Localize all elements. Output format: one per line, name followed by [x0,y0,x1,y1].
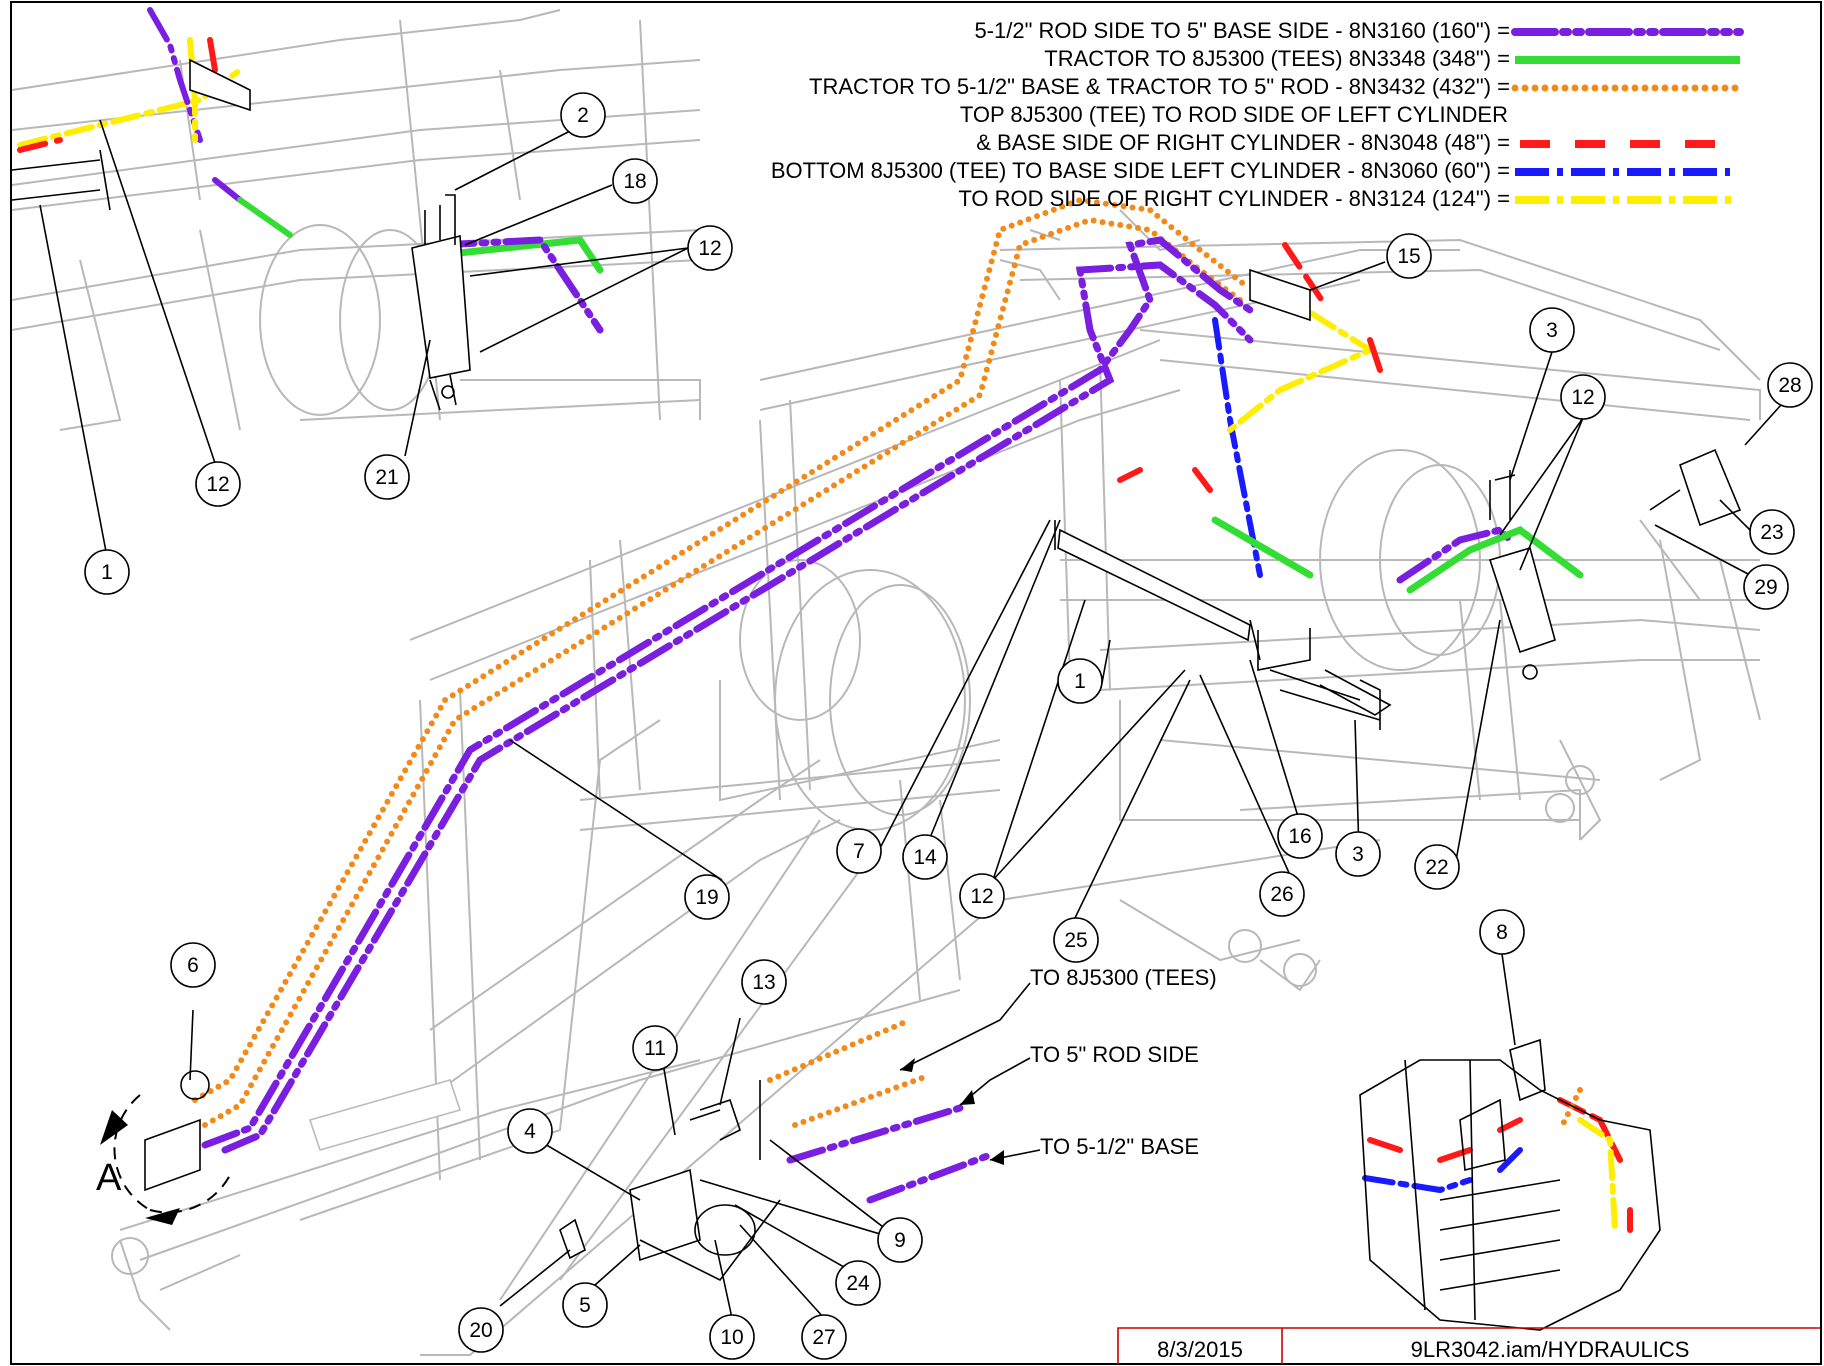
legend: 5-1/2" ROD SIDE TO 5" BASE SIDE - 8N3160… [771,18,1744,211]
callout-arrowheads [900,1058,1004,1165]
callout-number: 15 [1397,245,1420,268]
callout-bubble: 12 [1560,374,1606,420]
callout-number: 9 [894,1229,906,1252]
hose-notes: TO 8J5300 (TEES) TO 5" ROD SIDE TO 5-1/2… [1030,965,1217,1159]
callout-number: 12 [698,237,721,260]
callout-number: 25 [1064,929,1087,952]
callout-number: 5 [579,1294,591,1317]
legend-label-4: & BASE SIDE OF RIGHT CYLINDER - 8N3048 (… [976,130,1510,155]
callout-bubble: 18 [612,158,658,204]
callout-bubble: 27 [801,1314,847,1360]
callout-bubble: 28 [1767,362,1813,408]
callout-number: 12 [1571,386,1594,409]
callout-number: 10 [720,1326,743,1349]
legend-label-5: BOTTOM 8J5300 (TEE) TO BASE SIDE LEFT CY… [771,158,1510,183]
legend-label-2: TRACTOR TO 5-1/2" BASE & TRACTOR TO 5" R… [809,74,1510,99]
callout-number: 13 [752,971,775,994]
callout-number: 3 [1352,843,1364,866]
callout-bubble: 19 [684,874,730,920]
callout-number: 4 [524,1120,536,1143]
callout-number: 12 [206,473,229,496]
note-rod5: TO 5" ROD SIDE [1030,1042,1199,1067]
callout-number: 1 [1074,670,1086,693]
callout-bubble: 7 [836,828,882,874]
callout-number: 22 [1425,856,1448,879]
callout-number: 23 [1760,521,1783,544]
callout-bubble: 12 [195,461,241,507]
view-a-label: A [96,1157,122,1199]
callout-bubble: 8 [1479,909,1525,955]
callout-leaders [39,119,1791,1319]
callout-bubble: 1 [1057,658,1103,704]
callout-number: 27 [812,1326,835,1349]
callout-bubble: 4 [507,1108,553,1154]
callout-bubble: 12 [959,873,1005,919]
view-a-marker: A [96,1094,231,1225]
callout-number: 14 [913,846,937,869]
legend-label-1: TRACTOR TO 8J5300 (TEES) 8N3348 (348") = [1044,46,1510,71]
callout-bubble: 10 [709,1314,755,1360]
callout-bubble: 23 [1749,509,1795,555]
callout-number: 3 [1546,319,1558,342]
components [11,58,1742,1331]
callout-bubble: 14 [902,834,948,880]
callout-number: 21 [375,466,398,489]
title-block: 8/3/2015 9LR3042.iam/HYDRAULICS [1117,1327,1820,1364]
callout-bubble: 15 [1386,233,1432,279]
legend-label-3: TOP 8J5300 (TEE) TO ROD SIDE OF LEFT CYL… [960,102,1508,127]
callout-bubble: 29 [1743,564,1789,610]
callout-number: 8 [1496,921,1508,944]
callout-number: 2 [577,104,589,127]
callout-bubble: 25 [1053,917,1099,963]
callout-bubble: 3 [1529,307,1575,353]
callout-bubble: 26 [1259,871,1305,917]
callout-bubble: 12 [687,225,733,271]
callouts: 2 18 12 12 21 1 15 3 12 28 23 29 1 7 14 … [84,92,1813,1360]
note-tees: TO 8J5300 (TEES) [1030,965,1217,990]
callout-bubble: 22 [1414,844,1460,890]
callout-number: 11 [644,1037,666,1060]
callout-bubble: 5 [562,1282,608,1328]
callout-bubble: 9 [877,1217,923,1263]
callout-number: 19 [695,886,718,909]
callout-bubble: 21 [364,454,410,500]
machine-frame-linework [11,9,1761,1356]
callout-bubble: 20 [458,1307,504,1353]
callout-number: 18 [623,170,646,193]
callout-bubble: 13 [741,959,787,1005]
legend-label-0: 5-1/2" ROD SIDE TO 5" BASE SIDE - 8N3160… [974,18,1510,43]
callout-bubble: 24 [835,1260,881,1306]
callout-bubble: 3 [1335,831,1381,877]
callout-number: 24 [846,1272,870,1295]
callout-bubble: 11 [632,1025,678,1071]
callout-number: 26 [1270,883,1293,906]
callout-number: 29 [1754,576,1777,599]
callout-number: 20 [469,1319,492,1342]
callout-number: 12 [970,885,993,908]
drawing-border [10,1,1822,1365]
callout-number: 1 [101,561,113,584]
callout-bubble: 2 [560,92,606,138]
legend-label-6: TO ROD SIDE OF RIGHT CYLINDER - 8N3124 (… [958,186,1510,211]
callout-bubble: 16 [1277,813,1323,859]
callout-number: 28 [1778,374,1801,397]
title-block-date: 8/3/2015 [1157,1337,1243,1362]
callout-number: 16 [1288,825,1311,848]
callout-bubble: 6 [170,942,216,988]
title-block-file: 9LR3042.iam/HYDRAULICS [1411,1337,1690,1362]
callout-number: 7 [853,840,865,863]
callout-number: 6 [187,954,199,977]
callout-bubble: 1 [84,549,130,595]
note-base55: TO 5-1/2" BASE [1040,1134,1199,1159]
